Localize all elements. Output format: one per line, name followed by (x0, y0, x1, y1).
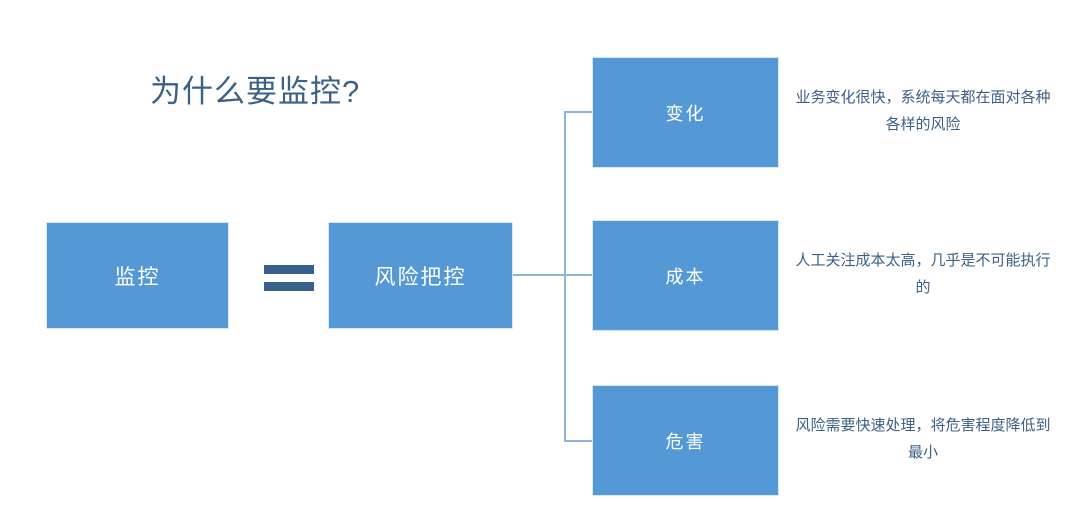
description-cost: 人工关注成本太高，几乎是不可能执行的 (795, 252, 1051, 296)
equals-bar-top (264, 265, 314, 274)
box-monitoring: 监控 (46, 222, 229, 329)
description-harm: 风险需要快速处理，将危害程度降低到最小 (795, 417, 1051, 461)
box-change-label: 变化 (665, 103, 706, 124)
equals-bar-bottom (264, 282, 314, 291)
connector-stem (513, 274, 566, 276)
box-cost-label: 成本 (665, 266, 706, 287)
page-title: 为什么要监控? (150, 74, 361, 109)
box-risk-control: 风险把控 (328, 222, 513, 329)
box-cost: 成本 (592, 220, 779, 331)
box-harm-label: 危害 (665, 431, 706, 452)
box-monitoring-label: 监控 (114, 265, 161, 289)
connector-trunk (564, 111, 566, 441)
box-risk-control-label: 风险把控 (374, 265, 467, 289)
equals-sign (262, 263, 316, 291)
connector-arm-cost (564, 274, 593, 276)
connector-arm-harm (564, 440, 593, 442)
connector-arm-change (564, 111, 593, 113)
description-change: 业务变化很快，系统每天都在面对各种各样的风险 (795, 89, 1051, 133)
box-harm: 危害 (592, 385, 779, 496)
box-change: 变化 (592, 57, 779, 168)
